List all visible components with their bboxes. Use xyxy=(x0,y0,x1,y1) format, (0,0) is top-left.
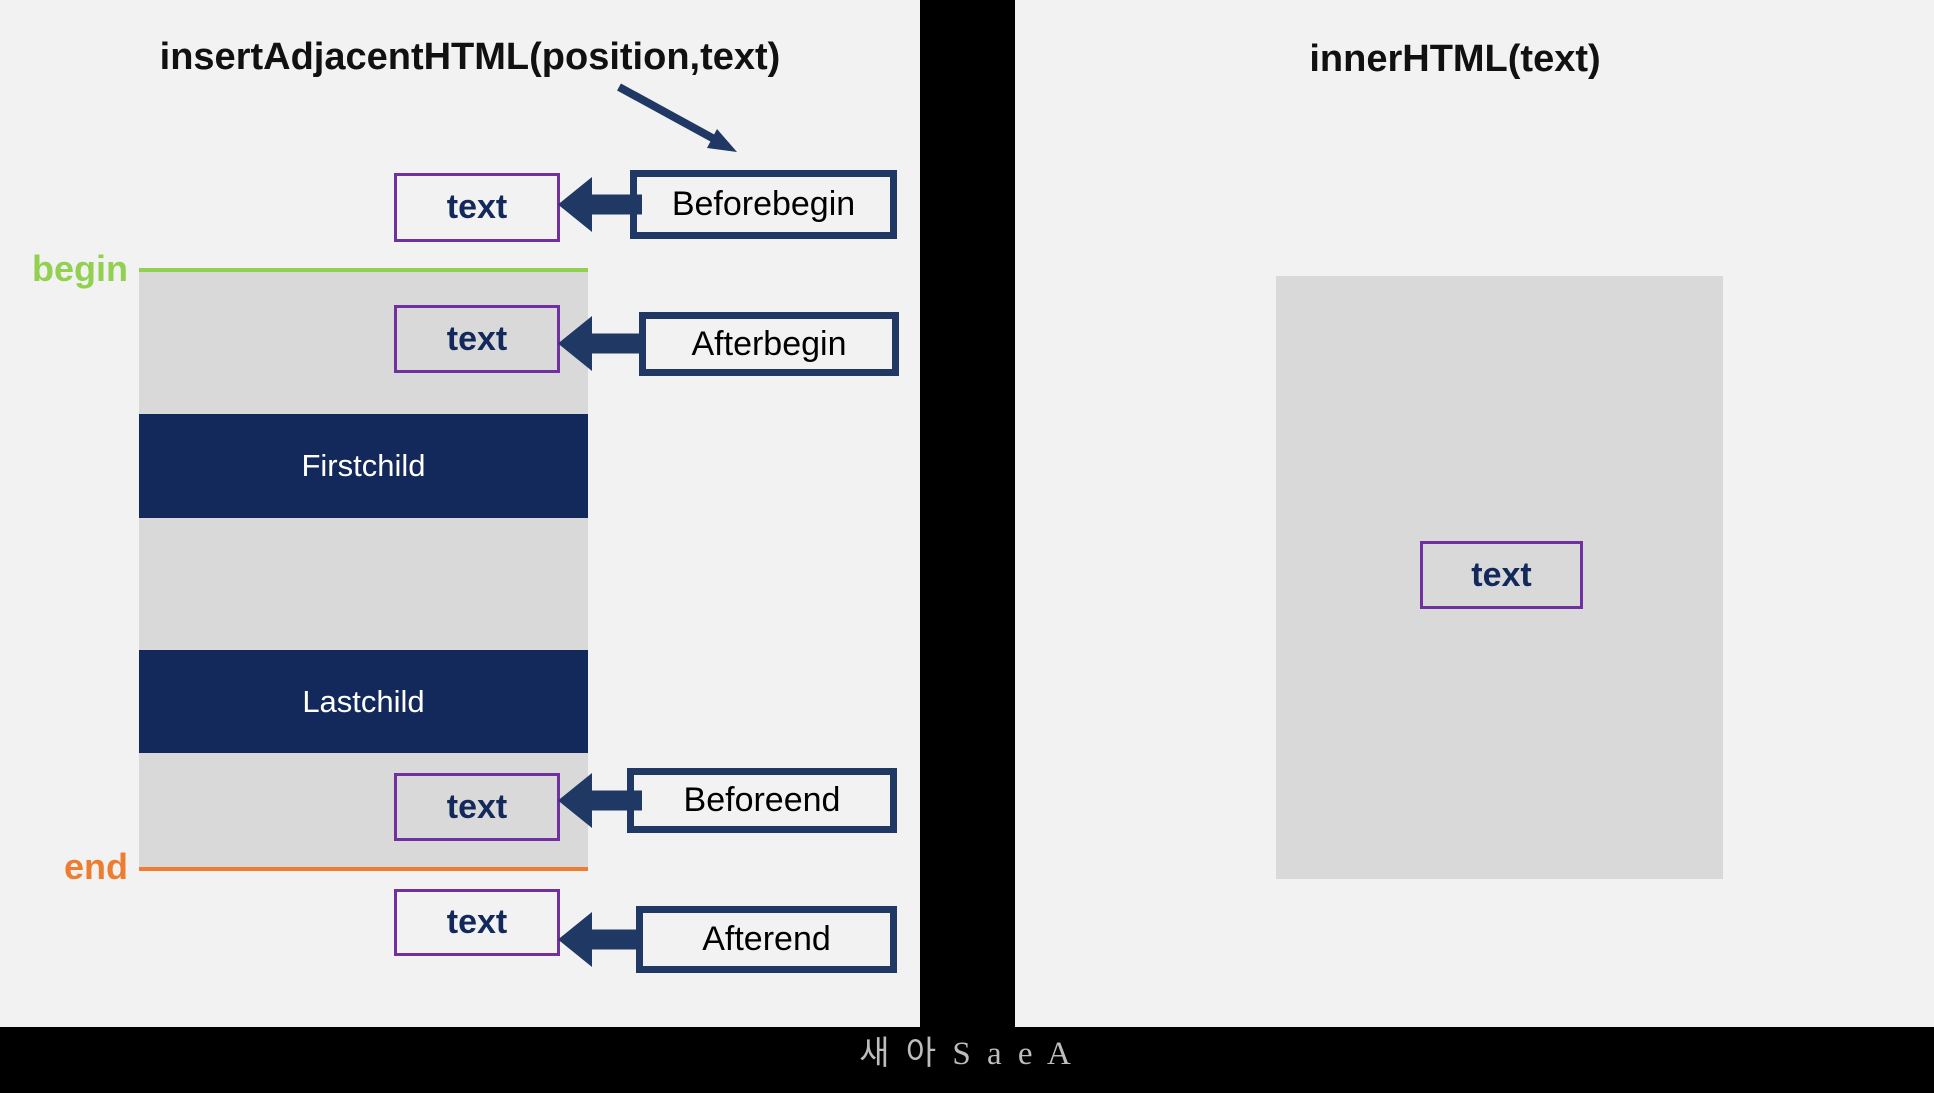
inserted-text-label: text xyxy=(446,787,508,826)
left-block-arrow-icon xyxy=(558,912,642,967)
position-label-text: Afterbegin xyxy=(691,324,847,363)
begin-line xyxy=(139,268,588,272)
position-label-afterend: Afterend xyxy=(636,906,897,973)
position-label-text: Afterend xyxy=(702,920,831,958)
position-label-beforebegin: Beforebegin xyxy=(630,170,897,239)
inserted-text-label: text xyxy=(1471,555,1532,594)
inner-html-text-box: text xyxy=(1420,541,1583,609)
inserted-text-box-beforeend: text xyxy=(394,773,560,841)
end-line xyxy=(139,867,588,871)
watermark-text: 새 아 S a e A xyxy=(859,1036,1075,1072)
position-label-text: Beforebegin xyxy=(671,185,856,223)
title-pointer-arrow-icon xyxy=(617,83,737,152)
inserted-text-box-afterbegin: text xyxy=(394,305,560,373)
end-marker-label: end xyxy=(63,846,128,887)
left-block-arrow-icon xyxy=(558,177,642,232)
inserted-text-label: text xyxy=(446,903,508,941)
lastchild-box: Lastchild xyxy=(139,650,588,753)
left-block-arrow-icon xyxy=(558,316,642,371)
lastchild-label: Lastchild xyxy=(302,683,425,719)
inner-html-title: innerHTML(text) xyxy=(1309,38,1601,80)
inserted-text-label: text xyxy=(446,188,508,226)
inner-html-element-container xyxy=(1276,276,1723,879)
begin-marker-label: begin xyxy=(32,248,128,289)
inserted-text-label: text xyxy=(446,319,508,358)
left-block-arrow-icon xyxy=(558,773,642,828)
firstchild-box: Firstchild xyxy=(139,414,588,518)
insert-adjacent-title: insertAdjacentHTML(position,text) xyxy=(159,36,781,78)
inserted-text-box-afterend: text xyxy=(394,889,560,956)
position-label-afterbegin: Afterbegin xyxy=(639,312,899,376)
position-label-beforeend: Beforeend xyxy=(627,768,897,833)
position-label-text: Beforeend xyxy=(683,781,841,819)
firstchild-label: Firstchild xyxy=(301,448,426,483)
inserted-text-box-beforebegin: text xyxy=(394,173,560,242)
